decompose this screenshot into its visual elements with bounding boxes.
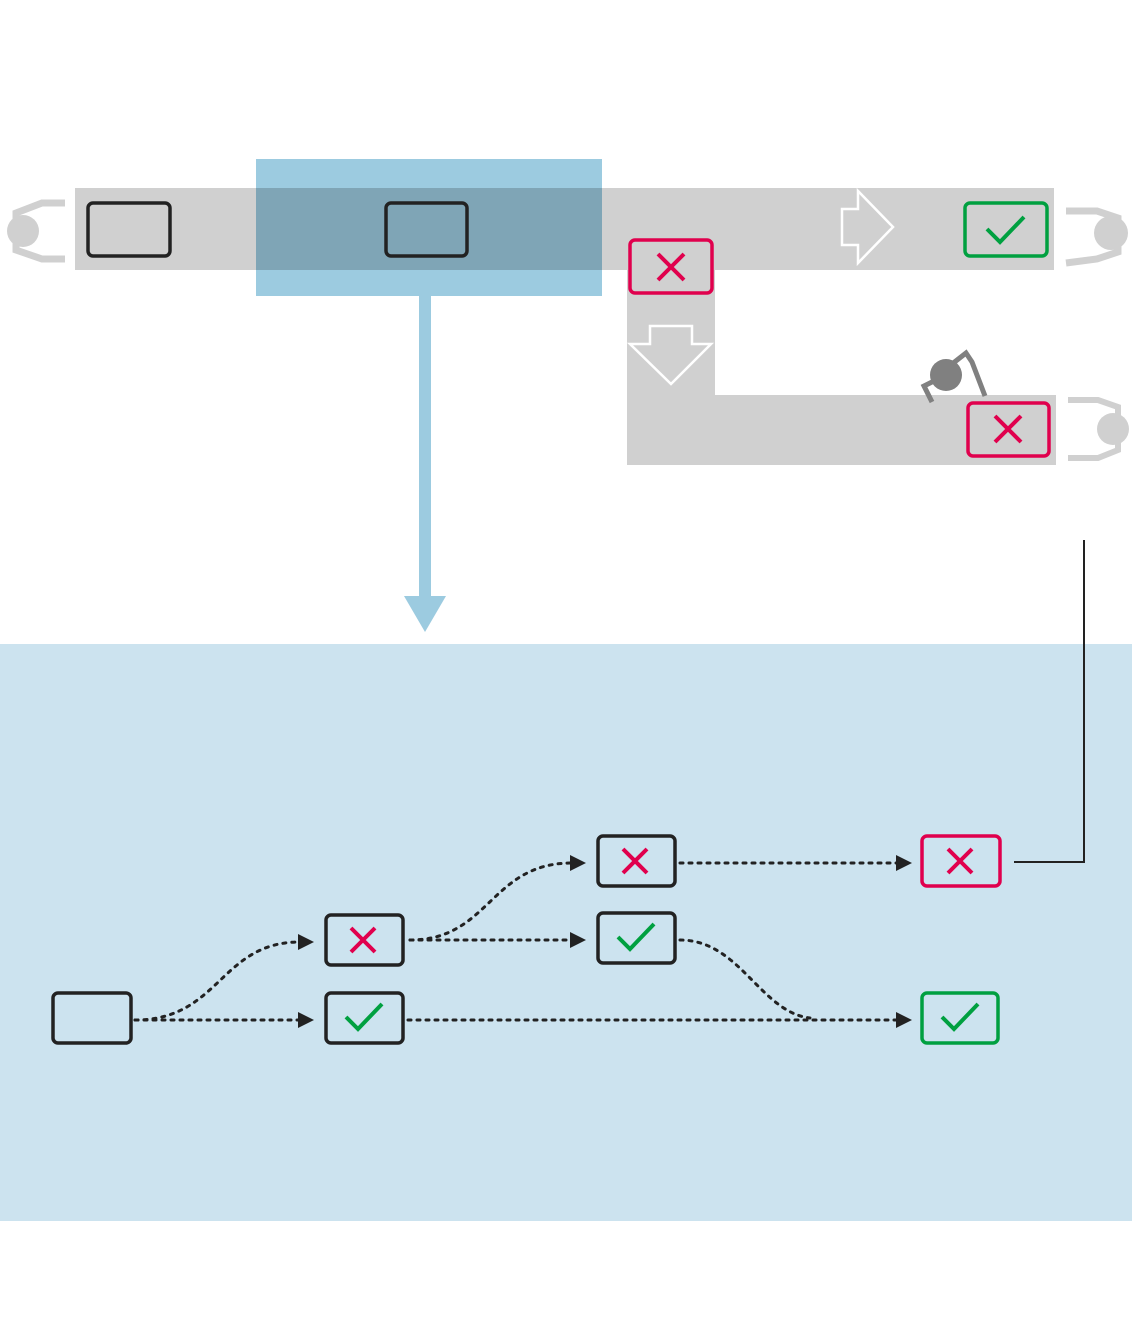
detail-panel	[0, 644, 1132, 1221]
product-box	[86, 201, 172, 258]
check-icon	[344, 1002, 384, 1032]
accepted-product	[963, 201, 1049, 258]
accepted-product	[596, 911, 677, 965]
product-box-inspected	[384, 201, 469, 258]
gripper-icon	[7, 199, 65, 263]
accepted-product	[324, 991, 405, 1045]
arrow-down-icon	[404, 596, 446, 632]
accepted-product	[920, 991, 1000, 1045]
check-icon	[616, 922, 656, 952]
inspection-highlight	[256, 159, 602, 296]
cross-icon	[946, 847, 974, 875]
rejected-product	[966, 401, 1051, 458]
cross-icon	[349, 926, 377, 954]
connector-line	[1014, 540, 1085, 863]
check-icon	[985, 215, 1026, 245]
gripper-icon	[1065, 207, 1128, 267]
product-box	[51, 991, 133, 1045]
cross-icon	[621, 847, 649, 875]
gripper-icon	[1068, 397, 1129, 461]
check-icon	[940, 1002, 980, 1032]
cross-icon	[993, 414, 1023, 444]
flow-paths	[133, 855, 912, 1028]
reject-conveyor	[627, 395, 1056, 465]
rejected-product	[324, 913, 405, 967]
rejected-product	[920, 834, 1002, 888]
arrow-right-icon	[840, 187, 895, 267]
rejected-product	[628, 238, 714, 295]
rejected-product	[596, 834, 677, 888]
arrow-down-icon	[626, 324, 715, 386]
robot-arm-icon	[920, 349, 988, 404]
cross-icon	[656, 252, 686, 282]
